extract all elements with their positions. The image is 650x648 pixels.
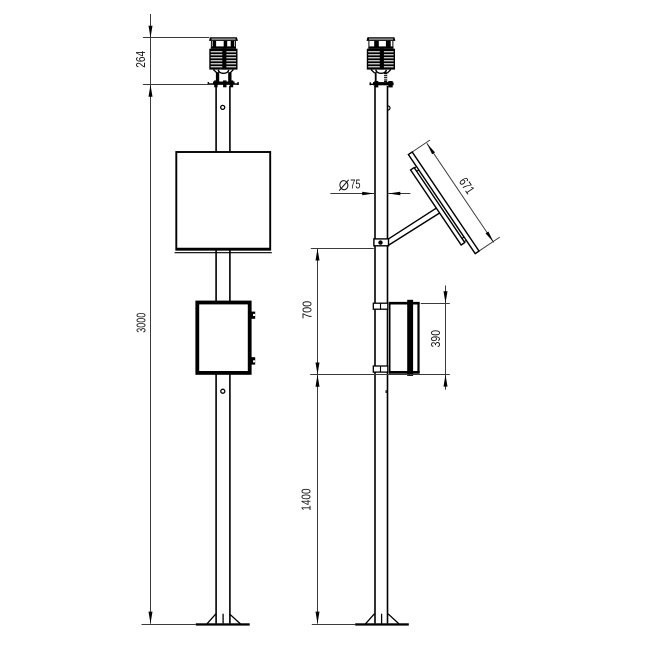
svg-text:3000: 3000	[133, 313, 148, 333]
svg-text:75: 75	[350, 177, 360, 191]
svg-text:700: 700	[300, 301, 315, 319]
svg-text:390: 390	[428, 330, 443, 347]
svg-text:1400: 1400	[298, 489, 313, 511]
svg-text:264: 264	[133, 51, 148, 68]
